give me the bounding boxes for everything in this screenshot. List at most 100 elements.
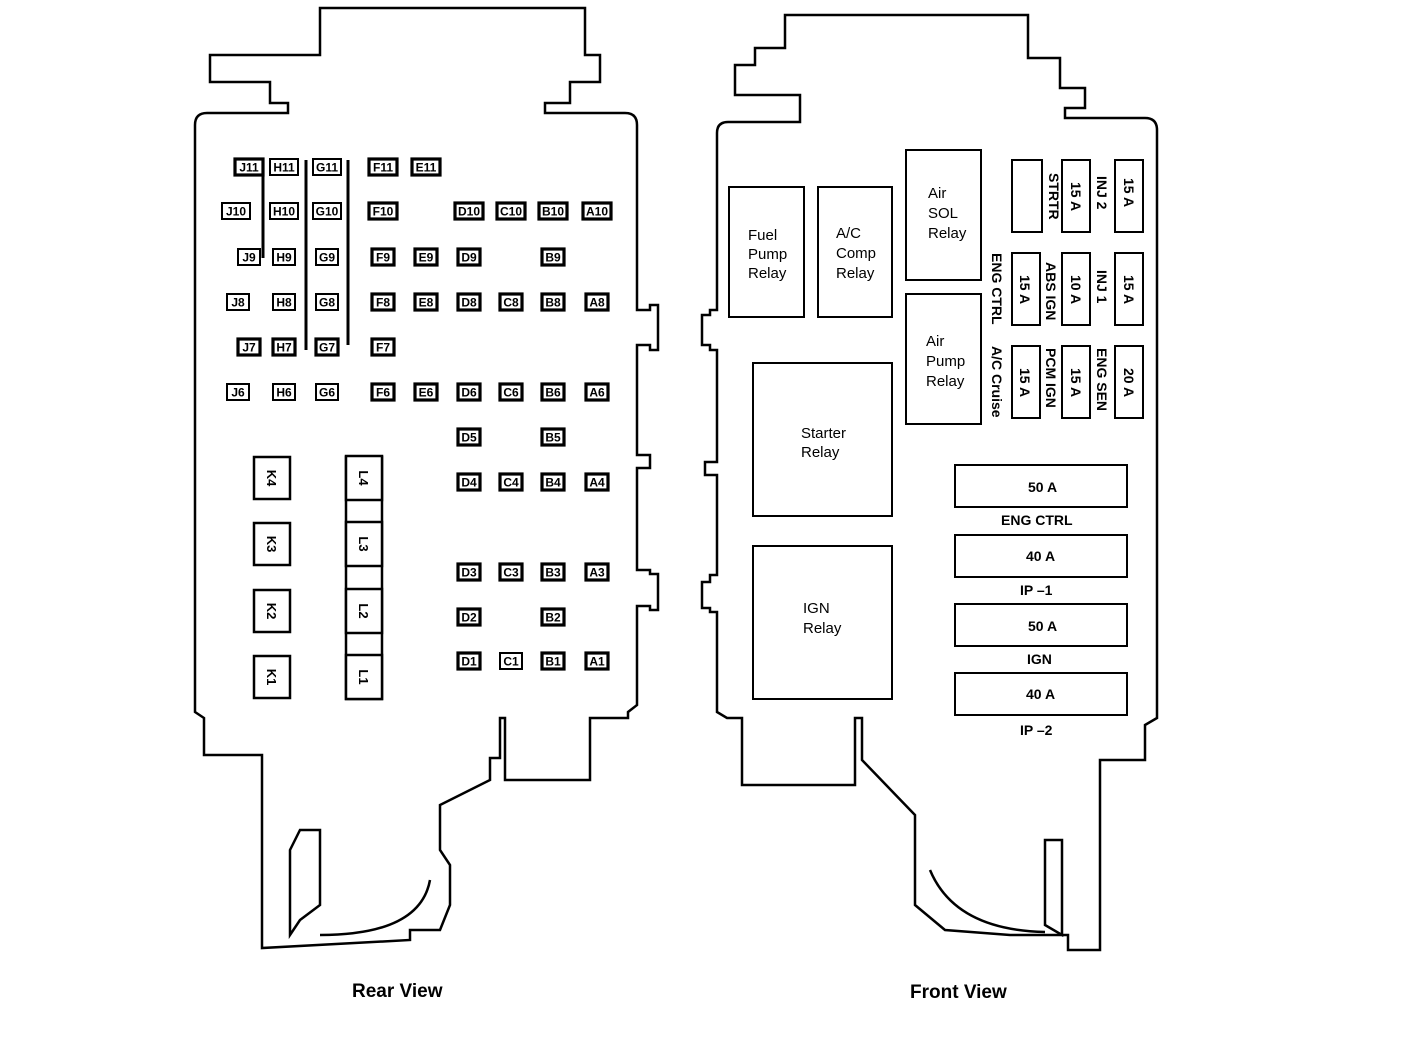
terminal-label: C3 [503, 566, 519, 580]
ac-comp-relay-line-1: A/C [836, 225, 861, 242]
terminal-a3: A3 [584, 562, 610, 582]
air-pump-relay: Air Pump Relay [905, 293, 982, 425]
ac-comp-relay-line-2: Comp [836, 245, 876, 262]
terminal-g9: G9 [315, 248, 339, 266]
terminal-l1: L1 [344, 653, 384, 701]
terminal-g10: G10 [312, 202, 342, 220]
terminal-h9: H9 [272, 248, 296, 266]
terminal-label: F9 [376, 251, 390, 265]
terminal-h7: H7 [271, 337, 297, 357]
terminal-e6: E6 [413, 382, 439, 402]
terminal-label: L3 [356, 536, 371, 551]
terminal-b1: B1 [540, 651, 566, 671]
fuse-pcm-ign: 15 A PCM IGN [1043, 345, 1091, 419]
terminal-l3: L3 [344, 520, 384, 568]
air-sol-relay: Air SOL Relay [905, 149, 982, 281]
terminal-b8: B8 [540, 292, 566, 312]
terminal-j6: J6 [226, 383, 250, 401]
ign-relay: IGN Relay [752, 545, 893, 700]
terminal-label: D1 [461, 655, 477, 669]
maxi-fuse-1-rating: 50 A [1028, 479, 1057, 495]
terminal-k4: K4 [252, 455, 292, 501]
terminal-label: F8 [376, 296, 390, 310]
terminal-label: B6 [545, 386, 561, 400]
maxi-fuse-4-name: IP –2 [1020, 722, 1053, 738]
fuse-pcm-ign-name: PCM IGN [1043, 348, 1059, 408]
terminal-k2: K2 [252, 588, 292, 634]
terminal-label: H10 [273, 205, 295, 219]
terminal-k1: K1 [252, 654, 292, 700]
terminal-j10: J10 [221, 202, 251, 220]
terminal-b2: B2 [540, 607, 566, 627]
terminal-label: J9 [242, 251, 256, 265]
terminal-label: F6 [376, 386, 390, 400]
terminal-g7: G7 [314, 337, 340, 357]
terminal-label: B9 [545, 251, 561, 265]
terminal-d4: D4 [456, 472, 482, 492]
terminal-label: H6 [276, 386, 292, 400]
maxi-fuse-1-name: ENG CTRL [1001, 512, 1073, 528]
terminal-label: D6 [461, 386, 477, 400]
terminal-c4: C4 [498, 472, 524, 492]
terminal-label: L4 [356, 470, 371, 486]
fuel-pump-relay: Fuel Pump Relay [728, 186, 805, 318]
terminal-label: E11 [416, 161, 437, 175]
terminal-label: K4 [264, 470, 279, 487]
terminal-label: B2 [545, 611, 561, 625]
terminal-label: H7 [276, 341, 292, 355]
rear-view-housing [193, 6, 660, 950]
terminal-label: A3 [589, 566, 605, 580]
fuse-abs-ign-name: ABS IGN [1043, 262, 1059, 320]
starter-relay: Starter Relay [752, 362, 893, 517]
terminal-l2: L2 [344, 587, 384, 635]
fuse-inj2-name: INJ 2 [1094, 176, 1110, 210]
front-view-housing [700, 13, 1159, 952]
fuse-ac-cruise: 15 A A/C Cruise [989, 345, 1041, 419]
terminal-d9: D9 [456, 247, 482, 267]
terminal-d6: D6 [456, 382, 482, 402]
terminal-label: H9 [276, 251, 292, 265]
fuse-inj1-name: INJ 1 [1094, 270, 1110, 304]
terminal-h11: H11 [269, 158, 299, 176]
ign-relay-line-2: Relay [803, 620, 842, 637]
terminal-label: F7 [376, 341, 390, 355]
terminal-b10: B10 [537, 201, 569, 221]
fuel-pump-relay-line-3: Relay [748, 265, 787, 282]
terminal-d3: D3 [456, 562, 482, 582]
terminal-b5: B5 [540, 427, 566, 447]
maxi-fuse-2-name: IP –1 [1020, 582, 1053, 598]
fuse-inj1: 15 A INJ 1 [1094, 252, 1144, 326]
terminal-label: J7 [242, 341, 256, 355]
terminal-label: B3 [545, 566, 561, 580]
terminal-h6: H6 [272, 383, 296, 401]
air-pump-relay-line-1: Air [926, 333, 944, 350]
terminal-label: E9 [419, 251, 434, 265]
fuse-inj2-pair-rating: 15 A [1121, 178, 1137, 207]
fuse-abs-ign-rating: 10 A [1068, 275, 1084, 304]
terminal-k3: K3 [252, 521, 292, 567]
terminal-f10: F10 [367, 201, 399, 221]
terminal-h10: H10 [269, 202, 299, 220]
terminal-label: D5 [461, 431, 477, 445]
fuse-abs-ign: 10 A ABS IGN [1043, 252, 1091, 326]
air-sol-relay-line-2: SOL [928, 205, 958, 222]
fuse-eng-ctrl-mini: 15 A ENG CTRL [989, 252, 1041, 326]
terminal-label: L2 [356, 603, 371, 618]
terminal-f8: F8 [370, 292, 396, 312]
fuse-eng-sen: 20 A ENG SEN [1094, 345, 1144, 419]
terminal-g6: G6 [315, 383, 339, 401]
air-sol-relay-line-1: Air [928, 185, 946, 202]
terminal-label: E8 [419, 296, 434, 310]
terminal-f7: F7 [370, 337, 396, 357]
maxi-fuse-4: 40 A IP –2 [954, 672, 1128, 738]
fuse-eng-ctrl-name: ENG CTRL [989, 253, 1005, 325]
terminal-label: G9 [319, 251, 335, 265]
terminal-label: A10 [586, 205, 608, 219]
fuel-pump-relay-line-1: Fuel [748, 227, 777, 244]
terminal-label: G8 [319, 296, 335, 310]
terminal-d1: D1 [456, 651, 482, 671]
terminal-c8: C8 [498, 292, 524, 312]
terminal-label: K3 [264, 536, 279, 553]
terminal-e8: E8 [413, 292, 439, 312]
terminal-b9: B9 [540, 247, 566, 267]
